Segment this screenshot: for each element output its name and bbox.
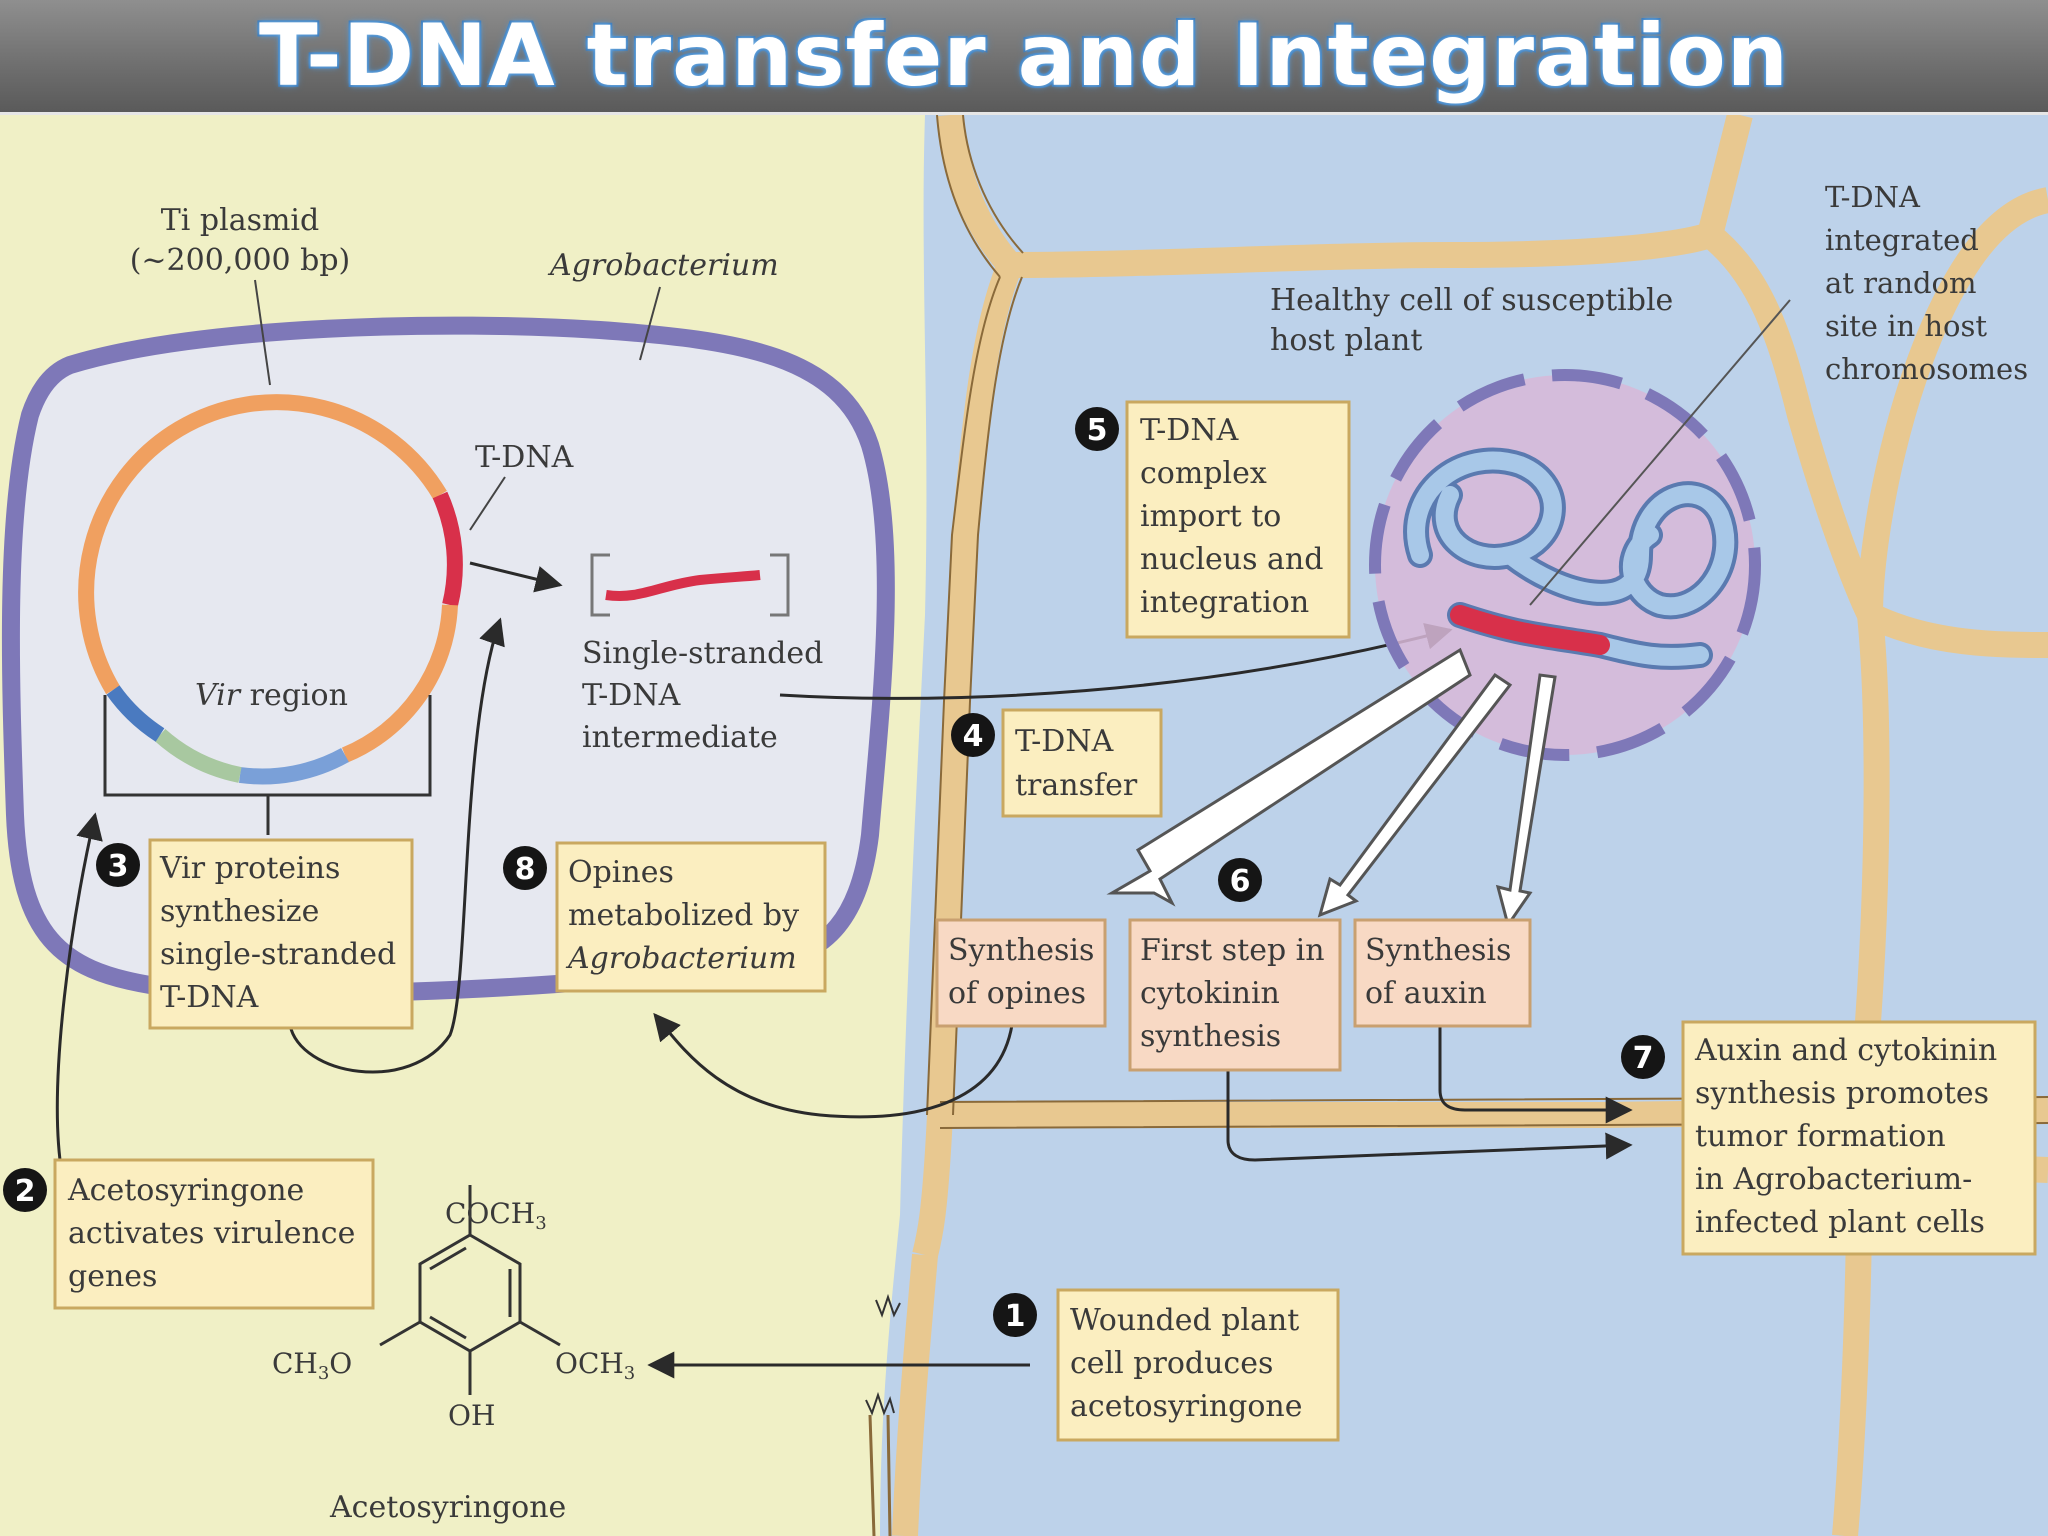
title-bar: T-DNA transfer and Integration bbox=[0, 0, 2048, 115]
step-6-opines-line-2: of opines bbox=[948, 976, 1086, 1011]
acetosyringone-structure bbox=[379, 1185, 561, 1395]
step-3-line-3: single-stranded bbox=[160, 937, 396, 972]
step-3-line-2: synthesize bbox=[160, 894, 319, 929]
step-6-auxin-line-2: of auxin bbox=[1365, 976, 1487, 1011]
integrated-tdna bbox=[1450, 605, 1610, 655]
step-8-line-3: Agrobacterium bbox=[565, 941, 797, 976]
vir-region-label: Vir region bbox=[195, 678, 348, 713]
agrobacterium-label: Agrobacterium bbox=[547, 248, 779, 283]
tdna-diagram: Ti plasmid (~200,000 bp) Agrobacterium T… bbox=[0, 115, 2048, 1536]
step-1-line-3: acetosyringone bbox=[1070, 1389, 1303, 1424]
single-stranded-tdna bbox=[605, 570, 761, 601]
ch3o-label: CH3O bbox=[272, 1347, 352, 1384]
expression-arrows bbox=[1106, 647, 1557, 929]
step-6: 6 Synthesis of opines First step in cyto… bbox=[935, 858, 1532, 1072]
step-7-line-3: tumor formation bbox=[1695, 1119, 1946, 1154]
single-stranded-label-1: Single-stranded bbox=[582, 636, 823, 671]
wound-mark bbox=[868, 1414, 892, 1536]
step-4-number: 4 bbox=[963, 719, 984, 754]
step-6-auxin-line-1: Synthesis bbox=[1365, 933, 1511, 968]
tdna-integrated-label-5: chromosomes bbox=[1825, 352, 2028, 386]
activation-arrow bbox=[55, 812, 103, 1161]
step-5-number: 5 bbox=[1087, 413, 1108, 448]
step-2-line-1: Acetosyringone bbox=[67, 1173, 304, 1208]
step-5-line-5: integration bbox=[1140, 585, 1309, 620]
step-8-number: 8 bbox=[515, 852, 536, 887]
step-4: 4 T-DNA transfer bbox=[951, 708, 1163, 818]
auxin-arrow bbox=[1438, 1010, 1633, 1124]
step-5-line-2: complex bbox=[1140, 456, 1267, 491]
acetosyringone-label: Acetosyringone bbox=[329, 1490, 566, 1525]
step-1: 1 Wounded plant cell produces acetosyrin… bbox=[993, 1288, 1340, 1442]
step-5-line-1: T-DNA bbox=[1140, 413, 1239, 448]
tdna-integrated-label-3: at random bbox=[1825, 266, 1977, 300]
ti-plasmid-label: Ti plasmid bbox=[161, 203, 319, 238]
vir-protein-arrow bbox=[288, 617, 505, 1074]
step-3-number: 3 bbox=[108, 849, 129, 884]
step-7-line-1: Auxin and cytokinin bbox=[1694, 1033, 1997, 1068]
step-1-line-2: cell produces bbox=[1070, 1346, 1273, 1381]
tdna-transfer-arrow bbox=[779, 623, 1453, 700]
step-2-line-2: activates virulence bbox=[68, 1216, 355, 1251]
single-stranded-label-3: intermediate bbox=[582, 720, 778, 755]
step-3-line-4: T-DNA bbox=[160, 980, 259, 1015]
step-5-line-3: import to bbox=[1140, 499, 1281, 534]
step-7-line-5: infected plant cells bbox=[1695, 1205, 1985, 1240]
single-stranded-label-2: T-DNA bbox=[582, 678, 681, 713]
tdna-integrated-label-1: T-DNA bbox=[1825, 180, 1921, 214]
step-7-line-4: in Agrobacterium- bbox=[1695, 1162, 1972, 1197]
step-7-line-2: synthesis promotes bbox=[1695, 1076, 1989, 1111]
step-6-cytokinin-line-1: First step in bbox=[1140, 933, 1325, 968]
tdna-integrated-label-2: integrated bbox=[1825, 223, 1979, 257]
step-6-cytokinin-line-2: cytokinin bbox=[1140, 976, 1280, 1011]
cytokinin-arrow bbox=[1226, 1070, 1633, 1162]
och3-label: OCH3 bbox=[555, 1347, 635, 1384]
step-4-line-1: T-DNA bbox=[1015, 724, 1114, 759]
healthy-cell-label-2: host plant bbox=[1270, 323, 1422, 358]
step-7-number: 7 bbox=[1633, 1041, 1654, 1076]
ti-plasmid bbox=[78, 394, 463, 785]
step-1-number: 1 bbox=[1005, 1299, 1026, 1334]
excision-arrow bbox=[469, 561, 563, 593]
tdna-integrated-label-4: site in host bbox=[1825, 309, 1987, 343]
coch3-label: COCH3 bbox=[445, 1197, 547, 1234]
step-8: 8 Opines metabolized by Agrobacterium bbox=[503, 841, 827, 993]
step-2-line-3: genes bbox=[68, 1259, 157, 1294]
step-2-number: 2 bbox=[15, 1174, 36, 1209]
step-1-line-1: Wounded plant bbox=[1070, 1303, 1299, 1338]
ti-plasmid-size: (~200,000 bp) bbox=[130, 243, 351, 278]
step-5: 5 T-DNA complex import to nucleus and in… bbox=[1075, 400, 1351, 639]
step-6-number: 6 bbox=[1230, 864, 1251, 899]
step-6-opines-line-1: Synthesis bbox=[948, 933, 1094, 968]
tdna-label: T-DNA bbox=[475, 440, 574, 475]
step-3: 3 Vir proteins synthesize single-strande… bbox=[96, 838, 414, 1030]
step-4-line-2: transfer bbox=[1015, 768, 1138, 803]
step-6-cytokinin-line-3: synthesis bbox=[1140, 1019, 1281, 1054]
step-5-line-4: nucleus and bbox=[1140, 542, 1323, 577]
healthy-cell-label-1: Healthy cell of susceptible bbox=[1270, 283, 1673, 318]
oh-label: OH bbox=[448, 1399, 495, 1432]
step-8-line-1: Opines bbox=[568, 855, 674, 890]
step-3-line-1: Vir proteins bbox=[159, 851, 340, 886]
step-2: 2 Acetosyringone activates virulence gen… bbox=[3, 1158, 375, 1310]
step-7: 7 Auxin and cytokinin synthesis promotes… bbox=[1621, 1020, 2037, 1256]
integration-pointer bbox=[1529, 299, 1791, 606]
step-8-line-2: metabolized by bbox=[568, 898, 799, 933]
opine-arrow bbox=[653, 1012, 1014, 1119]
slide-title: T-DNA transfer and Integration bbox=[259, 6, 1789, 106]
